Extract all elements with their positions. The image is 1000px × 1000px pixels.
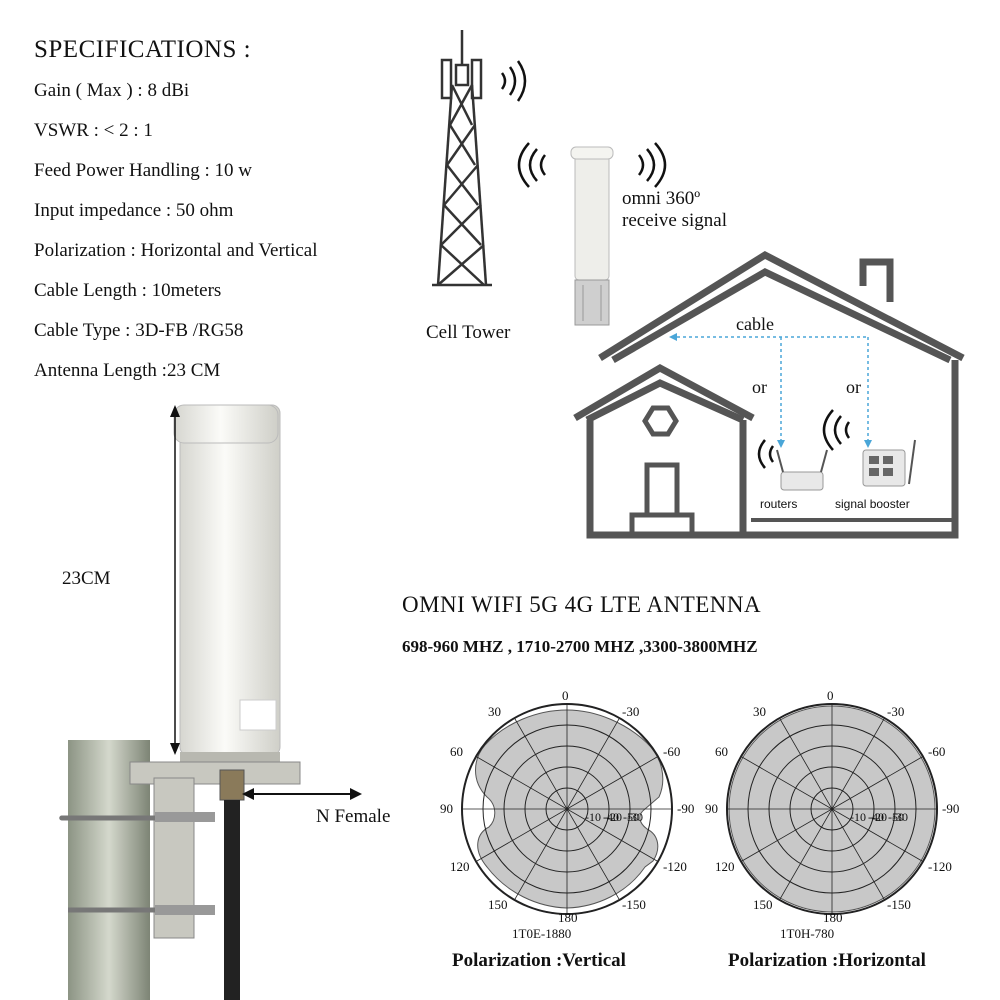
- signal-booster-label: signal booster: [835, 497, 910, 511]
- angle-0: 0: [562, 688, 569, 703]
- angle-neg60: -60: [928, 744, 946, 759]
- spec-antenna-length: Antenna Length :23 CM: [34, 360, 221, 381]
- ring-label-neg30: -30: [627, 810, 643, 824]
- height-dimension-arrow: [170, 405, 180, 755]
- ring-label-neg10: -10: [585, 810, 601, 824]
- angle-150: 150: [753, 897, 773, 912]
- ring-label-neg40: -40: [603, 810, 619, 824]
- angle-150: 150: [488, 897, 508, 912]
- spec-polarization: Polarization : Horizontal and Vertical: [34, 240, 318, 261]
- angle-neg150: -150: [622, 897, 646, 912]
- ring-label-neg20: -20: [871, 810, 887, 824]
- angle-60: 60: [450, 744, 463, 759]
- angle-30: 30: [753, 704, 766, 719]
- polar-model-horizontal: 1T0H-780: [780, 926, 835, 941]
- angle-90: 90: [705, 801, 718, 816]
- spec-vswr: VSWR : < 2 : 1: [34, 120, 153, 141]
- cable-label: cable: [736, 314, 774, 334]
- spec-impedance: Input impedance : 50 ohm: [34, 200, 234, 221]
- omni-antenna-icon: [517, 142, 667, 326]
- house-illustration: [573, 250, 965, 539]
- angle-neg90: -90: [677, 801, 695, 816]
- polar-caption-vertical: Polarization :Vertical: [452, 950, 626, 971]
- polar-model-vertical: 1T0E-1880: [512, 926, 572, 941]
- ring-label-neg50: -50: [623, 810, 639, 824]
- angle-neg60: -60: [663, 744, 681, 759]
- angle-60: 60: [715, 744, 728, 759]
- ring-label-neg30: -30: [892, 810, 908, 824]
- angle-neg30: -30: [622, 704, 640, 719]
- spec-feed-power: Feed Power Handling : 10 w: [34, 160, 252, 181]
- cell-tower-icon: [432, 30, 527, 287]
- angle-0: 0: [827, 688, 834, 703]
- ring-label-neg20: -20: [606, 810, 622, 824]
- product-title: OMNI WIFI 5G 4G LTE ANTENNA: [402, 592, 762, 617]
- omni-label-line2: receive signal: [622, 210, 727, 231]
- or-label-routers: or: [752, 377, 767, 397]
- ring-label-neg40: -40: [868, 810, 884, 824]
- angle-120: 120: [450, 859, 470, 874]
- angle-120: 120: [715, 859, 735, 874]
- spec-gain: Gain ( Max ) : 8 dBi: [34, 80, 190, 101]
- spec-cable-type: Cable Type : 3D-FB /RG58: [34, 320, 244, 341]
- or-label-booster: or: [846, 377, 861, 397]
- antenna-photo: [59, 404, 301, 1000]
- spec-cable-length: Cable Length : 10meters: [34, 280, 222, 301]
- specifications-title: SPECIFICATIONS :: [34, 36, 252, 63]
- angle-30: 30: [488, 704, 501, 719]
- angle-90: 90: [440, 801, 453, 816]
- angle-neg90: -90: [942, 801, 960, 816]
- frequency-bands: 698-960 MHZ , 1710-2700 MHZ ,3300-3800MH…: [402, 637, 758, 656]
- polar-plot-vertical: 0 -30 -60 -90 -120 -150 180 150 120 90 6…: [440, 688, 694, 942]
- connector-arrow: [242, 788, 362, 800]
- ring-label-neg10: -10: [850, 810, 866, 824]
- ring-label-neg50: -50: [888, 810, 904, 824]
- polar-plot-horizontal: 0 -30 -60 -90 -120 -150 180 150 120 90 6…: [705, 688, 959, 942]
- angle-180: 180: [823, 910, 843, 925]
- angle-neg120: -120: [663, 859, 687, 874]
- angle-180: 180: [558, 910, 578, 925]
- angle-neg120: -120: [928, 859, 952, 874]
- angle-neg150: -150: [887, 897, 911, 912]
- omni-label-line1: omni 360º: [622, 188, 701, 209]
- height-label: 23CM: [62, 568, 111, 589]
- angle-neg30: -30: [887, 704, 905, 719]
- connector-label: N Female: [316, 806, 391, 827]
- routers-label: routers: [760, 497, 798, 511]
- specifications-list: Gain ( Max ) : 8 dBi VSWR : < 2 : 1 Feed…: [34, 78, 318, 398]
- cell-tower-label: Cell Tower: [426, 322, 511, 343]
- polar-caption-horizontal: Polarization :Horizontal: [728, 950, 926, 971]
